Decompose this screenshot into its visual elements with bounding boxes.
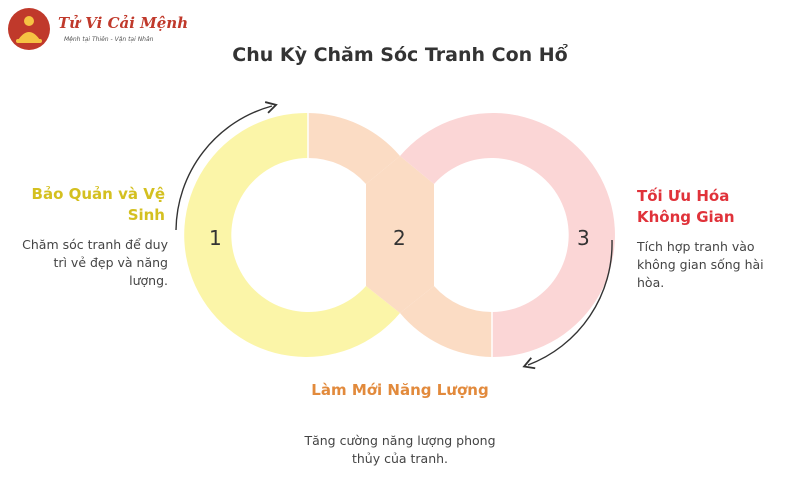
buddha-logo-icon (8, 8, 50, 50)
cycle-arrow-top (175, 101, 278, 231)
stage-3-description: Tích hợp tranh vào không gian sống hài h… (637, 239, 764, 290)
stage-3-number: 3 (577, 226, 590, 250)
cycle-arrow-bottom (522, 239, 613, 370)
stage-3-ring-segment (400, 113, 615, 358)
stage-2-number: 2 (393, 226, 406, 250)
stage-2-ring-segment-lower (400, 286, 492, 357)
stage-3-title: Tối Ưu Hóa Không Gian (637, 187, 735, 226)
diagram-title: Chu Kỳ Chăm Sóc Tranh Con Hổ (232, 44, 568, 66)
stage-2-description: Tăng cường năng lượng phong thủy của tra… (304, 433, 496, 466)
stage-1-ring-segment (184, 112, 400, 357)
stage-2-ring-segment (308, 113, 400, 184)
stage-2-title: Làm Mới Năng Lượng (311, 381, 489, 399)
brand-tagline: Mệnh tại Thiên - Vận tại Nhân (64, 36, 154, 43)
stage-1-number: 1 (209, 226, 222, 250)
stage-1-description: Chăm sóc tranh để duy trì vẻ đẹp và năng… (22, 237, 168, 288)
brand-name: Tử Vi Cải Mệnh (58, 14, 189, 32)
stage-2-ring-bridge (366, 156, 434, 313)
brand-logo[interactable]: Tử Vi Cải Mệnh Mệnh tại Thiên - Vận tại … (6, 6, 188, 52)
stage-1-title: Bảo Quản và Vệ Sinh (31, 185, 165, 224)
